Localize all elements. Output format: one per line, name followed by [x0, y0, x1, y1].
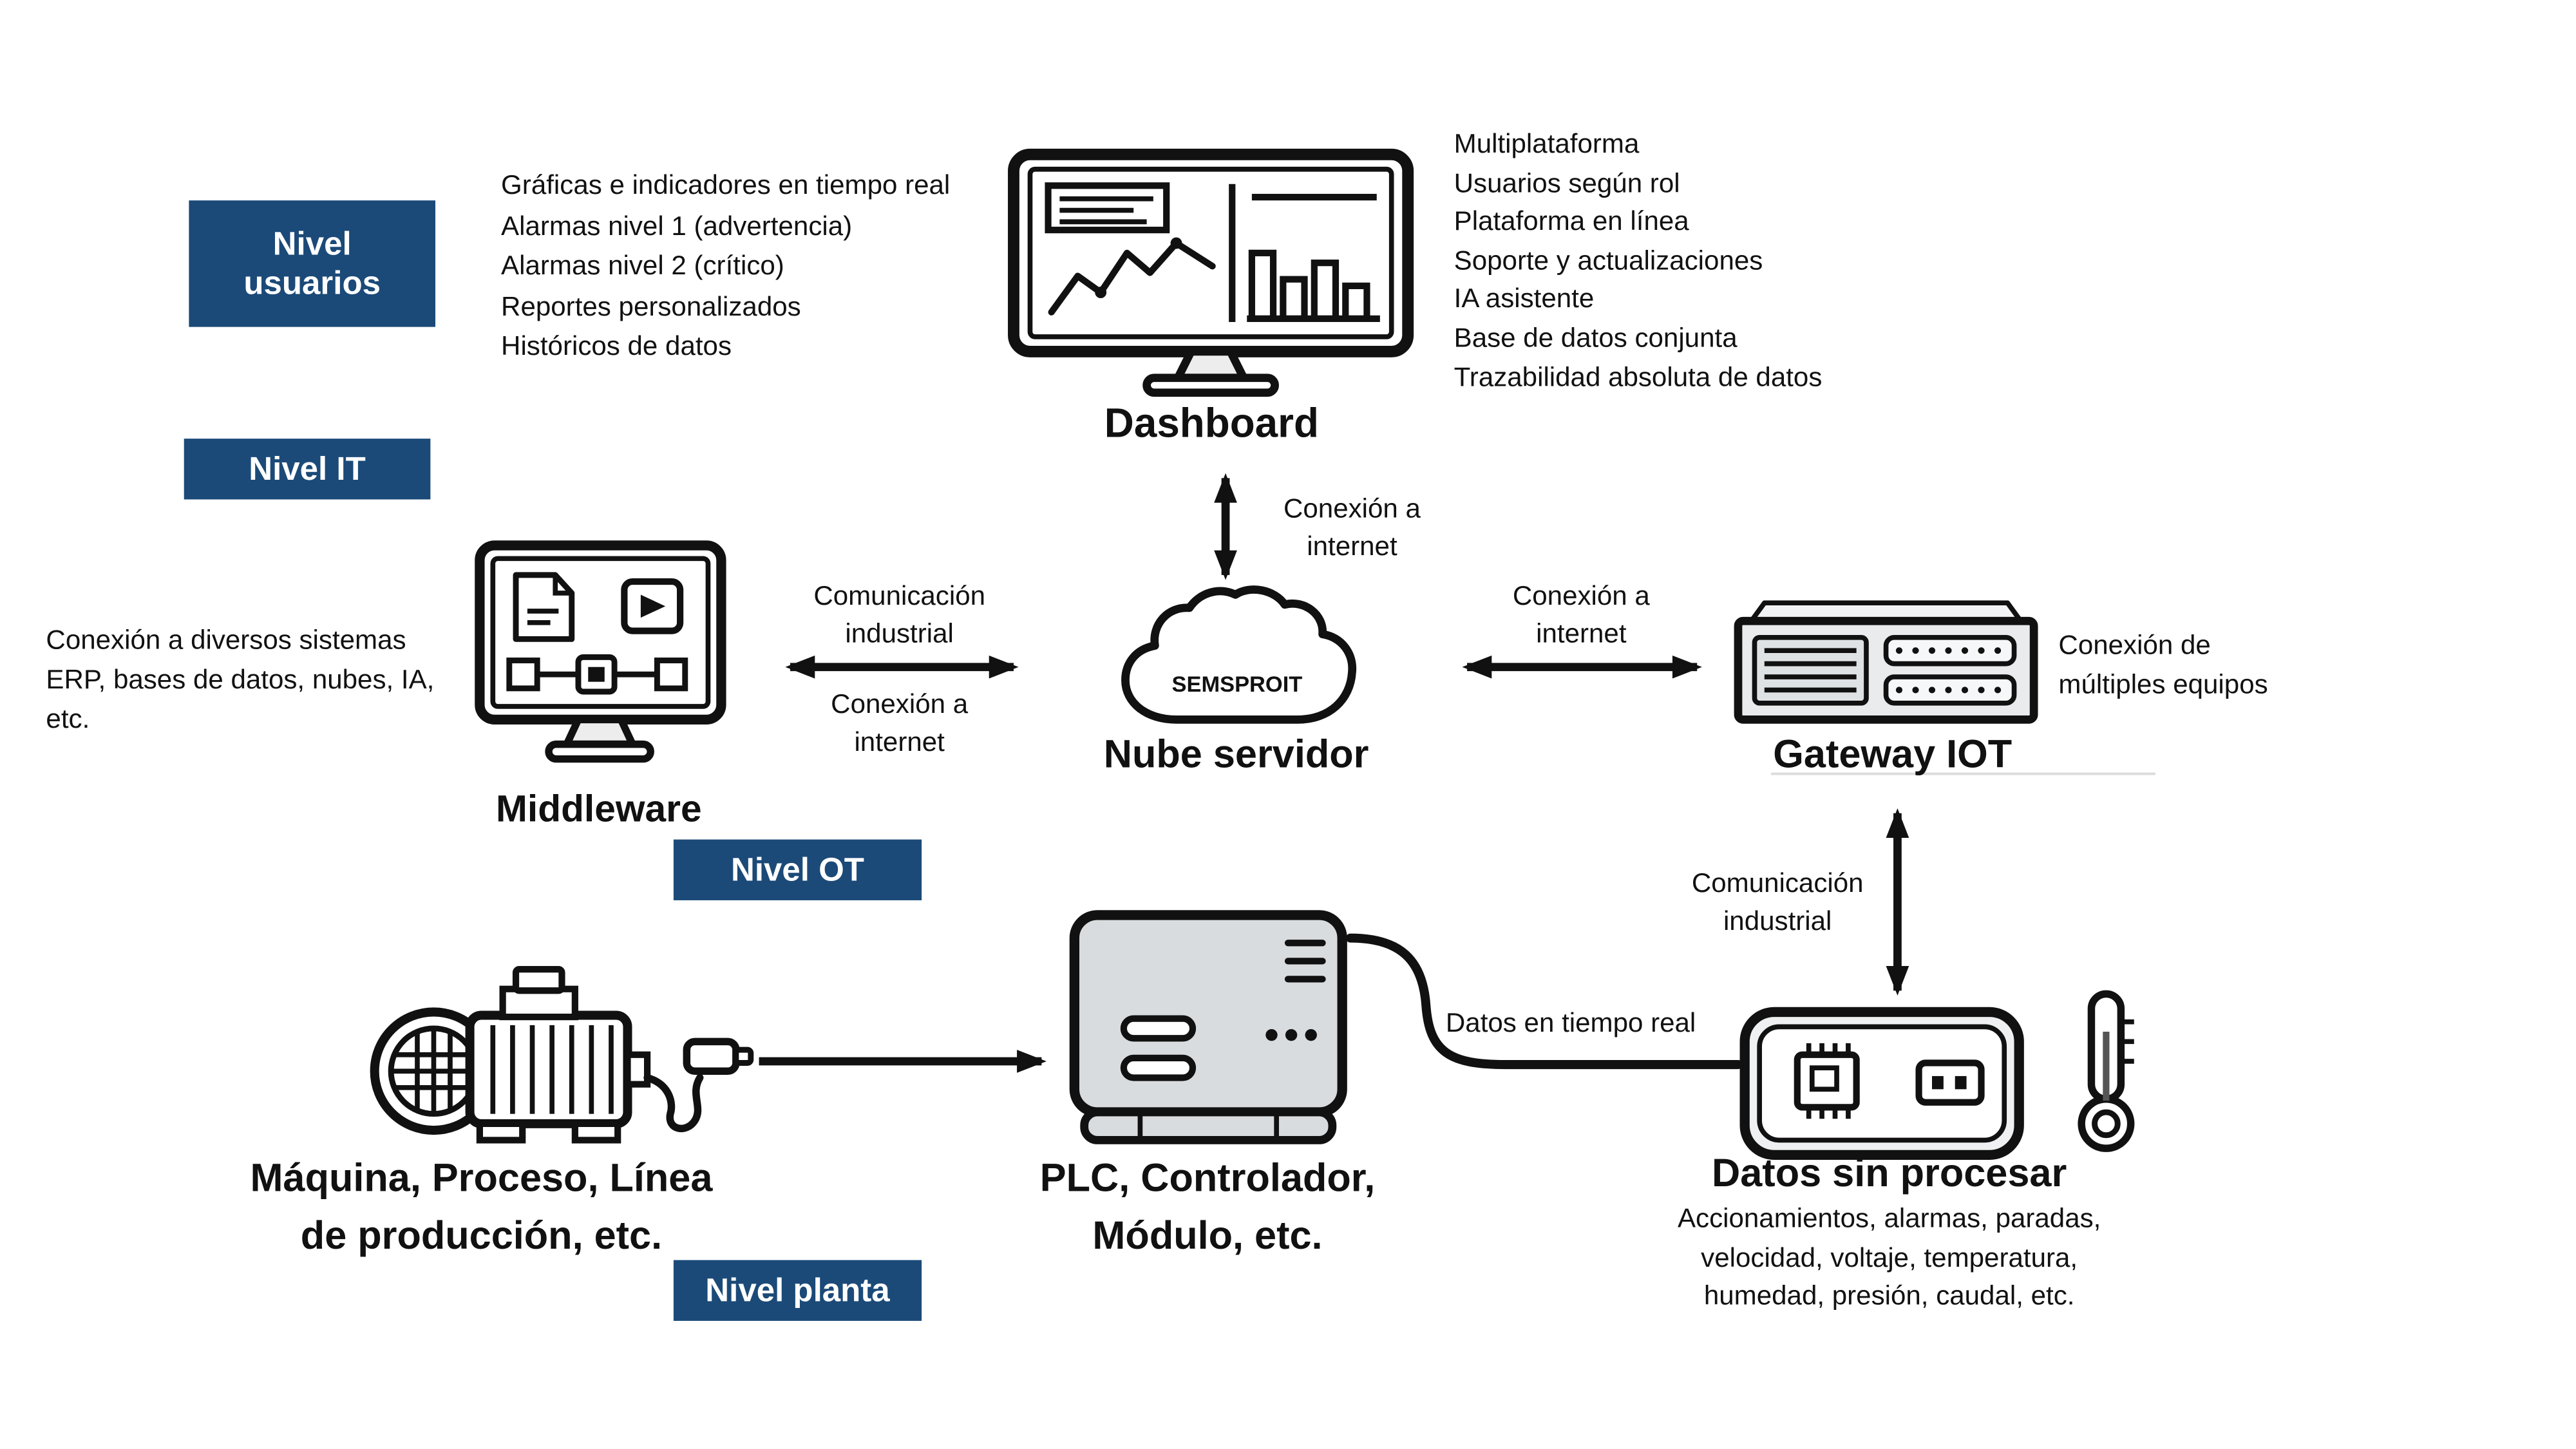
cloud-icon: SEMSPROIT — [1121, 585, 1357, 724]
cloud-brand-text: SEMSPROIT — [1172, 672, 1303, 697]
cloud-label: Nube servidor — [1103, 732, 1369, 777]
power-cable — [643, 1074, 704, 1133]
gateway-iot-icon — [1734, 600, 2038, 724]
feature-item: Plataforma en línea — [1454, 207, 1689, 237]
thermometer-icon — [2078, 990, 2135, 1152]
level-box-ot: Nivel OT — [673, 839, 922, 900]
middleware-note: Conexión a diversos sistemas ERP, bases … — [46, 625, 435, 735]
feature-item: Base de datos conjunta — [1454, 323, 1738, 354]
flow-nodes-icon — [506, 654, 688, 695]
feature-item: Gráficas e indicadores en tiempo real — [501, 171, 951, 201]
cable-plc-rawdata — [1345, 933, 1743, 1070]
level-box-planta: Nivel planta — [673, 1260, 922, 1321]
gateway-note: Conexión de múltiples equipos — [2058, 630, 2268, 700]
conn-label-dashboard-cloud: Conexión a internet — [1283, 494, 1421, 562]
conn-label-internet-left: Conexión a internet — [831, 690, 969, 758]
machine-motor-icon — [370, 965, 754, 1144]
conn-label-realtime-data: Datos en tiempo real — [1445, 1009, 1696, 1039]
raw-data-label: Datos sin procesar — [1712, 1151, 2067, 1197]
raw-data-device-icon — [1739, 1007, 2024, 1160]
bar-chart-glyph — [1248, 249, 1370, 322]
feature-item: Trazabilidad absoluta de datos — [1454, 362, 1823, 392]
machine-label: Máquina, Proceso, Línea de producción, e… — [250, 1156, 713, 1259]
feature-item: Alarmas nivel 2 (crítico) — [501, 251, 784, 281]
middleware-label: Middleware — [496, 786, 702, 830]
dashboard-features-right: Multiplataforma Usuarios según rol Plata… — [1454, 126, 1947, 397]
feature-item: IA asistente — [1454, 285, 1595, 315]
dashboard-monitor-icon — [1008, 148, 1414, 397]
dashboard-label: Dashboard — [1104, 401, 1319, 447]
level-box-usuarios: Nivel usuarios — [189, 200, 436, 327]
gateway-dots-row2 — [1895, 687, 2002, 694]
feature-item: Usuarios según rol — [1454, 168, 1680, 198]
motor-ribs — [490, 1025, 614, 1114]
chip-icon — [1794, 1043, 1860, 1119]
feature-item: Multiplataforma — [1454, 129, 1640, 160]
conn-label-industrial-left: Comunicación industrial — [813, 582, 986, 649]
plc-label: PLC, Controlador, Módulo, etc. — [1039, 1156, 1376, 1259]
middleware-monitor-icon — [475, 540, 726, 763]
raw-data-detail: Accionamientos, alarmas, paradas, veloci… — [1677, 1204, 2101, 1311]
gateway-dots-row1 — [1895, 647, 2002, 654]
document-icon — [513, 572, 575, 642]
level-box-it: Nivel IT — [184, 439, 431, 500]
feature-item: Reportes personalizados — [501, 291, 801, 321]
conn-label-industrial-right: Comunicación industrial — [1691, 869, 1864, 937]
gateway-label: Gateway IOT — [1773, 732, 2012, 777]
feature-item: Soporte y actualizaciones — [1454, 246, 1763, 276]
conn-label-internet-right: Conexión a internet — [1512, 582, 1650, 649]
fan-grill — [392, 1030, 475, 1113]
io-module-icon — [1915, 1059, 1985, 1106]
feature-item: Alarmas nivel 1 (advertencia) — [501, 211, 853, 241]
plc-icon — [1069, 910, 1347, 1144]
play-box-icon — [621, 578, 684, 634]
dashboard-features-left: Gráficas e indicadores en tiempo real Al… — [501, 166, 1043, 368]
plug-icon — [683, 1037, 740, 1075]
feature-item: Históricos de datos — [501, 332, 732, 362]
